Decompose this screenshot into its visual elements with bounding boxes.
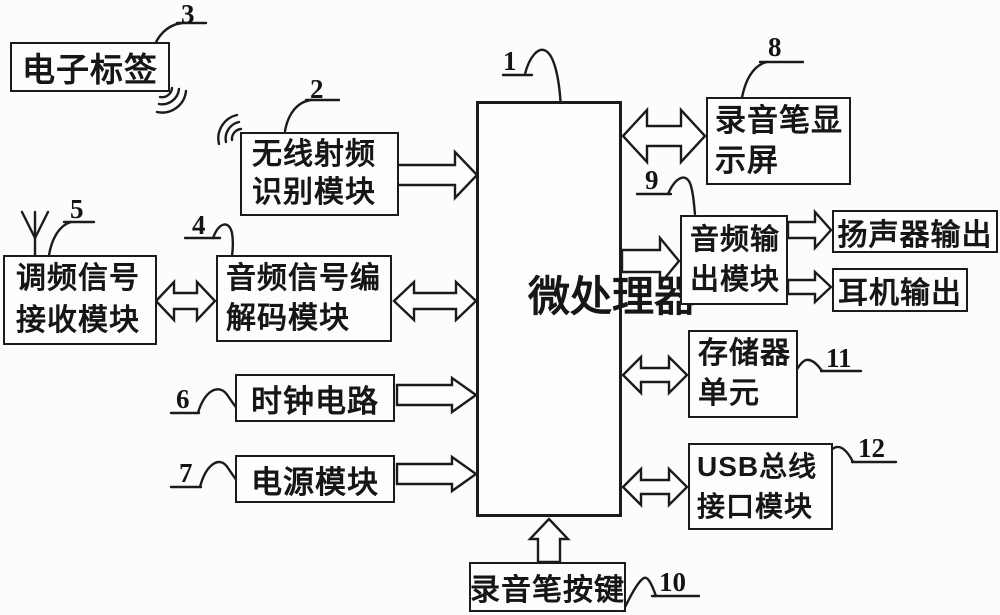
block-usb-interface-module: USB总线 接口模块 bbox=[688, 443, 833, 530]
arrow-fm-codec-bidirectional bbox=[156, 282, 215, 320]
block-label: 音频信号编 bbox=[226, 259, 381, 299]
ref-label-7: 7 bbox=[179, 460, 193, 487]
arrow-clock-to-mpu bbox=[397, 378, 476, 412]
block-label: USB总线 bbox=[697, 447, 817, 487]
arrow-mpu-usb-bidirectional bbox=[623, 469, 687, 505]
block-label: 录音笔按键 bbox=[470, 565, 625, 609]
block-clock-circuit: 时钟电路 bbox=[235, 374, 395, 422]
block-label: 耳机输出 bbox=[838, 268, 962, 312]
ref-label-2: 2 bbox=[310, 76, 324, 103]
ref-label-8: 8 bbox=[768, 34, 782, 61]
ref-label-11: 11 bbox=[826, 345, 852, 372]
block-label: 电源模块 bbox=[251, 457, 379, 502]
ref-label-10: 10 bbox=[659, 569, 686, 596]
block-headphone-output: 耳机输出 bbox=[832, 268, 968, 312]
block-label: 单元 bbox=[698, 374, 760, 414]
block-label: 接口模块 bbox=[697, 487, 813, 527]
block-label: 调频信号 bbox=[16, 258, 140, 300]
ref-label-1: 1 bbox=[503, 48, 517, 75]
arrow-rfid-to-mpu bbox=[397, 152, 477, 198]
block-label: 识别模块 bbox=[252, 174, 376, 212]
wireless-waves-icon bbox=[157, 88, 241, 144]
arrow-buttons-to-mpu bbox=[530, 519, 568, 562]
ref-leader-2 bbox=[285, 100, 339, 131]
block-microprocessor: 微处理器 bbox=[476, 101, 622, 517]
block-label: 扬声器输出 bbox=[838, 210, 993, 254]
block-label: 音频输 bbox=[690, 220, 780, 260]
block-label: 电子标签 bbox=[22, 43, 158, 91]
block-power-module: 电源模块 bbox=[235, 455, 395, 503]
ref-label-4: 4 bbox=[192, 212, 206, 239]
arrow-audio-out-to-speaker bbox=[788, 212, 831, 248]
block-label: 录音笔显 bbox=[715, 101, 843, 141]
block-label: 接收模块 bbox=[16, 300, 140, 342]
block-audio-codec-module: 音频信号编 解码模块 bbox=[216, 255, 392, 342]
block-label: 无线射频 bbox=[252, 136, 376, 174]
arrow-power-to-mpu bbox=[397, 457, 476, 491]
ref-label-3: 3 bbox=[181, 1, 195, 28]
block-fm-signal-receiver: 调频信号 接收模块 bbox=[3, 255, 157, 345]
block-speaker-output: 扬声器输出 bbox=[832, 210, 998, 253]
arrow-mpu-memory-bidirectional bbox=[623, 357, 687, 393]
block-label: 解码模块 bbox=[226, 299, 350, 339]
arrow-audio-out-to-headphone bbox=[788, 272, 831, 302]
antenna-icon bbox=[22, 212, 48, 255]
ref-label-6: 6 bbox=[176, 386, 190, 413]
block-recorder-display: 录音笔显 示屏 bbox=[706, 97, 851, 185]
ref-label-12: 12 bbox=[858, 435, 885, 462]
ref-label-9: 9 bbox=[645, 167, 659, 194]
block-label: 出模块 bbox=[690, 260, 780, 300]
block-memory-unit: 存储器 单元 bbox=[688, 330, 798, 418]
block-electronic-tag: 电子标签 bbox=[10, 42, 170, 92]
arrow-mpu-display-bidirectional bbox=[623, 110, 705, 162]
block-label: 存储器 bbox=[698, 334, 791, 374]
block-audio-output-module: 音频输 出模块 bbox=[680, 215, 788, 305]
arrow-codec-mpu-bidirectional bbox=[394, 282, 476, 320]
block-label: 示屏 bbox=[715, 141, 779, 181]
block-recorder-buttons: 录音笔按键 bbox=[469, 562, 626, 612]
block-label: 微处理器 bbox=[528, 272, 570, 322]
block-rfid-module: 无线射频 识别模块 bbox=[240, 132, 399, 216]
ref-label-5: 5 bbox=[70, 196, 84, 223]
block-label: 时钟电路 bbox=[251, 376, 379, 421]
